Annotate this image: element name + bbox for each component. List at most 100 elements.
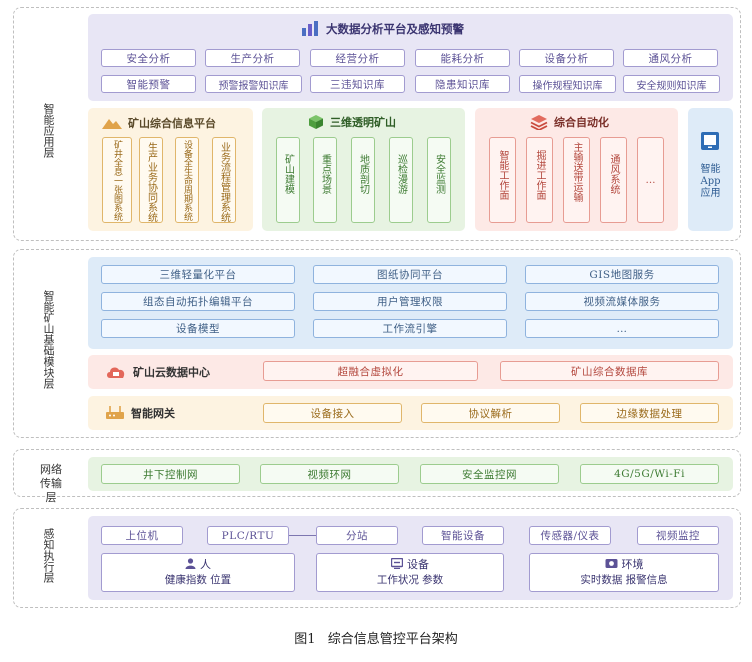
sensing-group-desc: 健康指数 位置 — [164, 574, 232, 586]
gateway-item[interactable]: 边缘数据处理 — [580, 403, 719, 423]
bigdata-item[interactable]: 通风分析 — [623, 49, 718, 67]
network-layer-label: 网络传输层 — [26, 463, 76, 505]
cloud-server-icon — [107, 367, 125, 378]
mine-info-item-text: 矿井全息一张图系统 — [112, 140, 122, 221]
cloud-item[interactable]: 超融合虚拟化 — [263, 361, 478, 381]
automation-item[interactable]: … — [637, 137, 664, 223]
sensing-item[interactable]: 上位机 — [101, 526, 183, 545]
sensing-layer-label: 感知执行层 — [42, 528, 55, 583]
base-service-item[interactable]: GIS地图服务 — [525, 265, 719, 284]
sensing-group-desc: 工作状况 参数 — [376, 574, 444, 586]
cloud-item[interactable]: 矿山综合数据库 — [500, 361, 719, 381]
transparent-item[interactable]: 矿山建模 — [276, 137, 300, 223]
mine-info-item[interactable]: 业务流程管理系统 — [212, 137, 236, 223]
transparent-item[interactable]: 安全监测 — [427, 137, 451, 223]
transparent-item[interactable]: 重点场景 — [313, 137, 337, 223]
gateway-item[interactable]: 协议解析 — [421, 403, 560, 423]
network-item[interactable]: 4G/5G/Wi-Fi — [580, 464, 719, 484]
app-label: 智能 App 应用 — [688, 164, 733, 200]
mine-info-item[interactable]: 生产业务协同系统 — [139, 137, 163, 223]
base-service-item[interactable]: 设备模型 — [101, 319, 295, 338]
base-service-item[interactable]: 用户管理权限 — [313, 292, 507, 311]
transparent-item[interactable]: 地质剖切 — [351, 137, 375, 223]
sensor-icon — [605, 559, 617, 568]
bigdata-item[interactable]: 操作规程知识库 — [519, 75, 616, 93]
bigdata-title: 大数据分析平台及感知预警 — [300, 21, 464, 37]
bigdata-item[interactable]: 智能预警 — [101, 75, 196, 93]
bigdata-item[interactable]: 预警报警知识库 — [205, 75, 302, 93]
automation-item[interactable]: 主输送带运输 — [563, 137, 590, 223]
layers-icon — [530, 115, 548, 130]
mine-info-item[interactable]: 矿井全息一张图系统 — [102, 137, 132, 223]
cube-icon — [309, 115, 323, 129]
transparent-item[interactable]: 巡检漫游 — [389, 137, 413, 223]
automation-title-text: 综合自动化 — [554, 116, 609, 129]
bigdata-item[interactable]: 三违知识库 — [310, 75, 405, 93]
transparent-mine-title-text: 三维透明矿山 — [330, 116, 396, 129]
network-layer-label-text: 网络传输层 — [40, 463, 62, 504]
sensing-item[interactable]: 分站 — [316, 526, 398, 545]
base-service-item[interactable]: 工作流引擎 — [313, 319, 507, 338]
network-item[interactable]: 视频环网 — [260, 464, 399, 484]
bigdata-item[interactable]: 安全分析 — [101, 49, 196, 67]
network-item[interactable]: 井下控制网 — [101, 464, 240, 484]
sensing-group-person[interactable]: 人 健康指数 位置 — [101, 553, 295, 592]
bigdata-item[interactable]: 能耗分析 — [415, 49, 510, 67]
transparent-item-text: 巡检漫游 — [395, 154, 407, 194]
automation-item-text: 掘进工作面 — [534, 150, 545, 200]
person-icon — [185, 558, 196, 569]
automation-title: 综合自动化 — [530, 114, 609, 130]
bigdata-item[interactable]: 隐患知识库 — [415, 75, 510, 93]
automation-item[interactable]: 掘进工作面 — [526, 137, 553, 223]
transparent-item-text: 安全监测 — [433, 154, 445, 194]
sensing-group-title: 人 — [102, 557, 294, 573]
app-label-line2: App — [700, 176, 721, 187]
device-icon — [390, 557, 404, 570]
cloud-title-text: 矿山云数据中心 — [133, 366, 210, 379]
base-service-item[interactable]: 组态自动拓扑编辑平台 — [101, 292, 295, 311]
automation-item[interactable]: 通风系统 — [600, 137, 627, 223]
sensing-item[interactable]: 视频监控 — [637, 526, 719, 545]
automation-item-text: 智能工作面 — [497, 150, 508, 200]
mine-info-item-text: 生产业务协同系统 — [145, 142, 157, 222]
app-label-line1: 智能 — [700, 164, 721, 175]
sensing-group-device[interactable]: 设备 工作状况 参数 — [316, 553, 504, 592]
mine-info-item-text: 设备全生命周期系统 — [182, 140, 192, 221]
base-service-item[interactable]: 视频流媒体服务 — [525, 292, 719, 311]
mine-info-title-text: 矿山综合信息平台 — [128, 117, 216, 130]
network-item[interactable]: 安全监控网 — [420, 464, 559, 484]
automation-item-text: … — [645, 174, 656, 186]
base-service-item[interactable]: … — [525, 319, 719, 338]
sensing-item[interactable]: 传感器/仪表 — [529, 526, 611, 545]
sensing-group-title: 设备 — [317, 557, 503, 573]
base-layer-label: 智能矿山基础模块层 — [42, 290, 55, 389]
automation-item[interactable]: 智能工作面 — [489, 137, 516, 223]
sensing-group-environment[interactable]: 环境 实时数据 报警信息 — [529, 553, 719, 592]
sensing-item[interactable]: 智能设备 — [422, 526, 504, 545]
transparent-item-text: 地质剖切 — [357, 154, 369, 194]
mountain-icon — [102, 119, 122, 129]
sensing-group-title-text: 人 — [200, 558, 211, 571]
bigdata-item[interactable]: 生产分析 — [205, 49, 300, 67]
app-label-line3: 应用 — [700, 188, 721, 199]
app-panel[interactable] — [688, 108, 733, 231]
router-icon — [106, 406, 124, 419]
mine-info-item[interactable]: 设备全生命周期系统 — [175, 137, 199, 223]
base-service-item[interactable]: 图纸协同平台 — [313, 265, 507, 284]
base-service-item[interactable]: 三维轻量化平台 — [101, 265, 295, 284]
gateway-title-text: 智能网关 — [131, 407, 175, 420]
figure-caption-text: 综合信息管控平台架构 — [327, 632, 458, 647]
bigdata-item[interactable]: 经营分析 — [310, 49, 405, 67]
sensing-group-desc: 实时数据 报警信息 — [580, 574, 668, 586]
sensing-item[interactable]: PLC/RTU — [207, 526, 289, 545]
network-layer-frame — [13, 449, 741, 497]
transparent-mine-title: 三维透明矿山 — [308, 114, 396, 130]
sensing-group-title-text: 环境 — [621, 558, 644, 571]
bigdata-item[interactable]: 设备分析 — [519, 49, 614, 67]
gateway-item[interactable]: 设备接入 — [263, 403, 402, 423]
mine-info-title: 矿山综合信息平台 — [102, 115, 216, 131]
app-layer-label: 智能应用层 — [42, 103, 55, 158]
bigdata-item[interactable]: 安全规则知识库 — [623, 75, 720, 93]
sensing-layer-frame — [13, 508, 741, 608]
automation-item-text: 通风系统 — [608, 154, 619, 194]
